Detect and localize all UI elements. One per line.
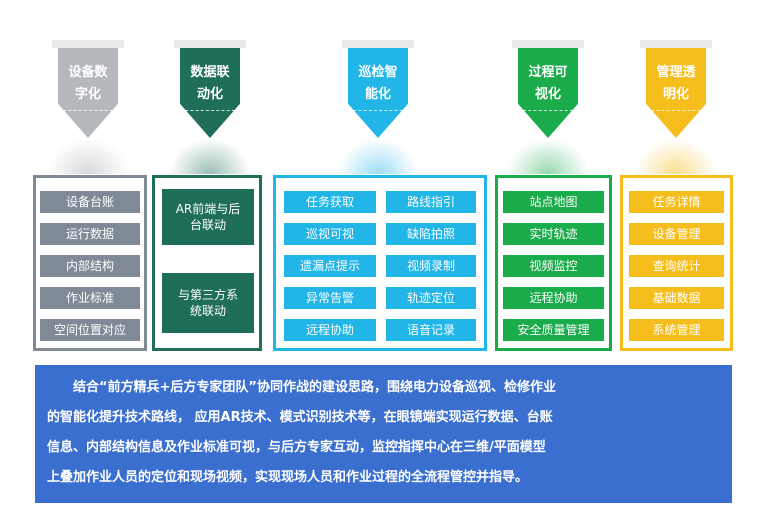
arrow-tip: [180, 114, 240, 135]
header-bar: [512, 40, 584, 48]
header-bar: [174, 40, 246, 48]
panel-item: 轨迹定位: [386, 287, 476, 309]
panel-item: 与第三方系 统联动: [162, 273, 254, 333]
column-title-line: 过程可: [528, 65, 568, 80]
arrow-tip: [348, 114, 408, 135]
panel-item: 基础数据: [629, 287, 724, 309]
arrow-shadow: [507, 138, 589, 174]
panel-item: 视频录制: [386, 255, 476, 277]
panel-item-line: AR前端与后: [175, 202, 241, 216]
description-box: 结合“前方精兵+后方专家团队”协同作战的建设思路，围绕电力设备巡视、检修作业 的…: [35, 365, 732, 503]
column-header-1: 数据联 动化: [174, 40, 246, 138]
panel-item: 缺陷拍照: [386, 223, 476, 245]
panel-item: 任务获取: [284, 191, 376, 213]
column-title-line: 视化: [534, 87, 561, 102]
column-title-line: 设备数: [68, 65, 108, 80]
panel-item: 异常告警: [284, 287, 376, 309]
panel-inspection-intelligence: 任务获取 巡视可视 遗漏点提示 异常告警 远程协助 路线指引 缺陷拍照 视频录制…: [273, 175, 487, 351]
column-title: 设备数 字化: [58, 62, 118, 111]
panel-item: 巡视可视: [284, 223, 376, 245]
panel-item: 系统管理: [629, 319, 724, 341]
panel-item: 视频监控: [503, 255, 604, 277]
description-line: 上叠加作业人员的定位和现场视频，实现现场人员和作业过程的全流程管控并指导。: [47, 470, 529, 485]
arrow-shadow: [47, 138, 129, 174]
column-title-line: 动化: [196, 87, 223, 102]
arrow-shadow: [169, 138, 251, 174]
column-header-0: 设备数 字化: [52, 40, 124, 138]
panel-device-digitization: 设备台账 运行数据 内部结构 作业标准 空间位置对应: [33, 175, 147, 351]
description-line: 结合“前方精兵+后方专家团队”协同作战的建设思路，围绕电力设备巡视、检修作业: [73, 380, 556, 395]
header-bar: [52, 40, 124, 48]
arrow-shadow: [635, 138, 717, 174]
panel-item: 任务详情: [629, 191, 724, 213]
column-title-line: 字化: [74, 87, 101, 102]
description-line: 的智能化提升技术路线， 应用AR技术、模式识别技术等，在眼镜端实现运行数据、台账: [47, 410, 553, 425]
column-title: 巡检智 能化: [348, 62, 408, 111]
panel-item: 设备管理: [629, 223, 724, 245]
column-title: 管理透 明化: [646, 62, 706, 111]
panel-item: 语音记录: [386, 319, 476, 341]
panel-item-line: 台联动: [189, 218, 226, 232]
panel-item: 远程协助: [284, 319, 376, 341]
panel-item: 作业标准: [40, 287, 140, 309]
panel-item: 空间位置对应: [40, 319, 140, 341]
panel-item-line: 与第三方系: [177, 288, 238, 302]
column-title-line: 管理透: [656, 65, 696, 80]
panel-item: 运行数据: [40, 223, 140, 245]
panel-item: 站点地图: [503, 191, 604, 213]
column-header-3: 过程可 视化: [512, 40, 584, 138]
header-bar: [640, 40, 712, 48]
header-bar: [342, 40, 414, 48]
arrow-tip: [646, 114, 706, 135]
panel-item: 内部结构: [40, 255, 140, 277]
arrow-tip: [518, 114, 578, 135]
column-title: 过程可 视化: [518, 62, 578, 111]
arrow-tip: [58, 114, 118, 135]
panel-item-line: 统联动: [189, 304, 226, 318]
panel-item: AR前端与后 台联动: [162, 189, 254, 245]
panel-process-visualization: 站点地图 实时轨迹 视频监控 远程协助 安全质量管理: [495, 175, 612, 351]
column-title-line: 能化: [364, 87, 391, 102]
description-line: 信息、内部结构信息及作业标准可视，与后方专家互动，监控指挥中心在三维/平面模型: [47, 440, 546, 455]
arrow-shadow: [337, 138, 419, 174]
column-title-line: 数据联: [190, 65, 230, 80]
column-header-2: 巡检智 能化: [342, 40, 414, 138]
column-title-line: 明化: [662, 87, 689, 102]
column-title-line: 巡检智: [358, 65, 398, 80]
panel-data-linkage: AR前端与后 台联动 与第三方系 统联动: [152, 175, 262, 351]
panel-item: 远程协助: [503, 287, 604, 309]
column-title: 数据联 动化: [180, 62, 240, 111]
panel-item: 查询统计: [629, 255, 724, 277]
panel-item: 路线指引: [386, 191, 476, 213]
panel-item: 遗漏点提示: [284, 255, 376, 277]
panel-item: 安全质量管理: [503, 319, 604, 341]
panel-management-transparency: 任务详情 设备管理 查询统计 基础数据 系统管理: [620, 175, 733, 351]
panel-item: 实时轨迹: [503, 223, 604, 245]
column-header-4: 管理透 明化: [640, 40, 712, 138]
panel-item: 设备台账: [40, 191, 140, 213]
